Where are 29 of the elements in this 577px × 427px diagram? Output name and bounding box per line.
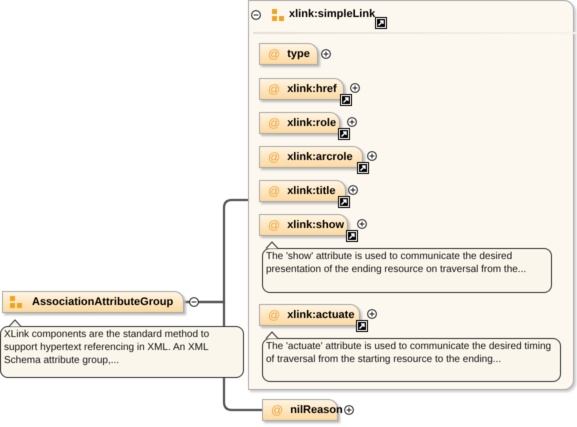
attribute-symbol: @	[268, 308, 280, 322]
attribute-box	[259, 180, 346, 202]
attribute-name: AssociationAttributeGroup	[32, 296, 174, 308]
attribute-name: xlink:href	[287, 83, 337, 95]
group-name: xlink:simpleLink	[289, 8, 376, 20]
attribute-name: type	[287, 48, 310, 60]
attribute-symbol: @	[268, 82, 280, 96]
attribute-box	[259, 304, 360, 326]
attribute-symbol: @	[268, 47, 280, 61]
attribute-symbol: @	[271, 403, 284, 417]
attribute-symbol: @	[268, 150, 280, 164]
attribute-name: nilReason	[290, 404, 343, 416]
documentation-note: XLink components are the standard method to support hypertext referencing in XML. An XML Schema attribute group,...	[0, 326, 244, 378]
documentation-note: The 'actuate' attribute is used to communicate the desired timing of traversal from the starting resource to the ending...	[262, 338, 561, 382]
attribute-name: xlink:show	[287, 219, 344, 231]
attribute-name: xlink:actuate	[287, 309, 354, 321]
attribute-box	[259, 112, 340, 134]
attribute-name: xlink:arcrole	[287, 151, 353, 163]
attribute-box	[259, 43, 318, 65]
attribute-name: xlink:title	[287, 185, 336, 197]
attribute-symbol: @	[268, 116, 280, 130]
attribute-name: xlink:role	[287, 117, 336, 129]
documentation-note: The 'show' attribute is used to communicate the desired presentation of the ending resource on traversal from the...	[262, 248, 552, 293]
attribute-symbol: @	[268, 184, 280, 198]
attribute-box	[259, 78, 344, 100]
attribute-box	[259, 214, 348, 236]
attribute-symbol: @	[268, 218, 280, 232]
attribute-box	[259, 146, 363, 168]
attribute-group-box	[2, 291, 184, 313]
